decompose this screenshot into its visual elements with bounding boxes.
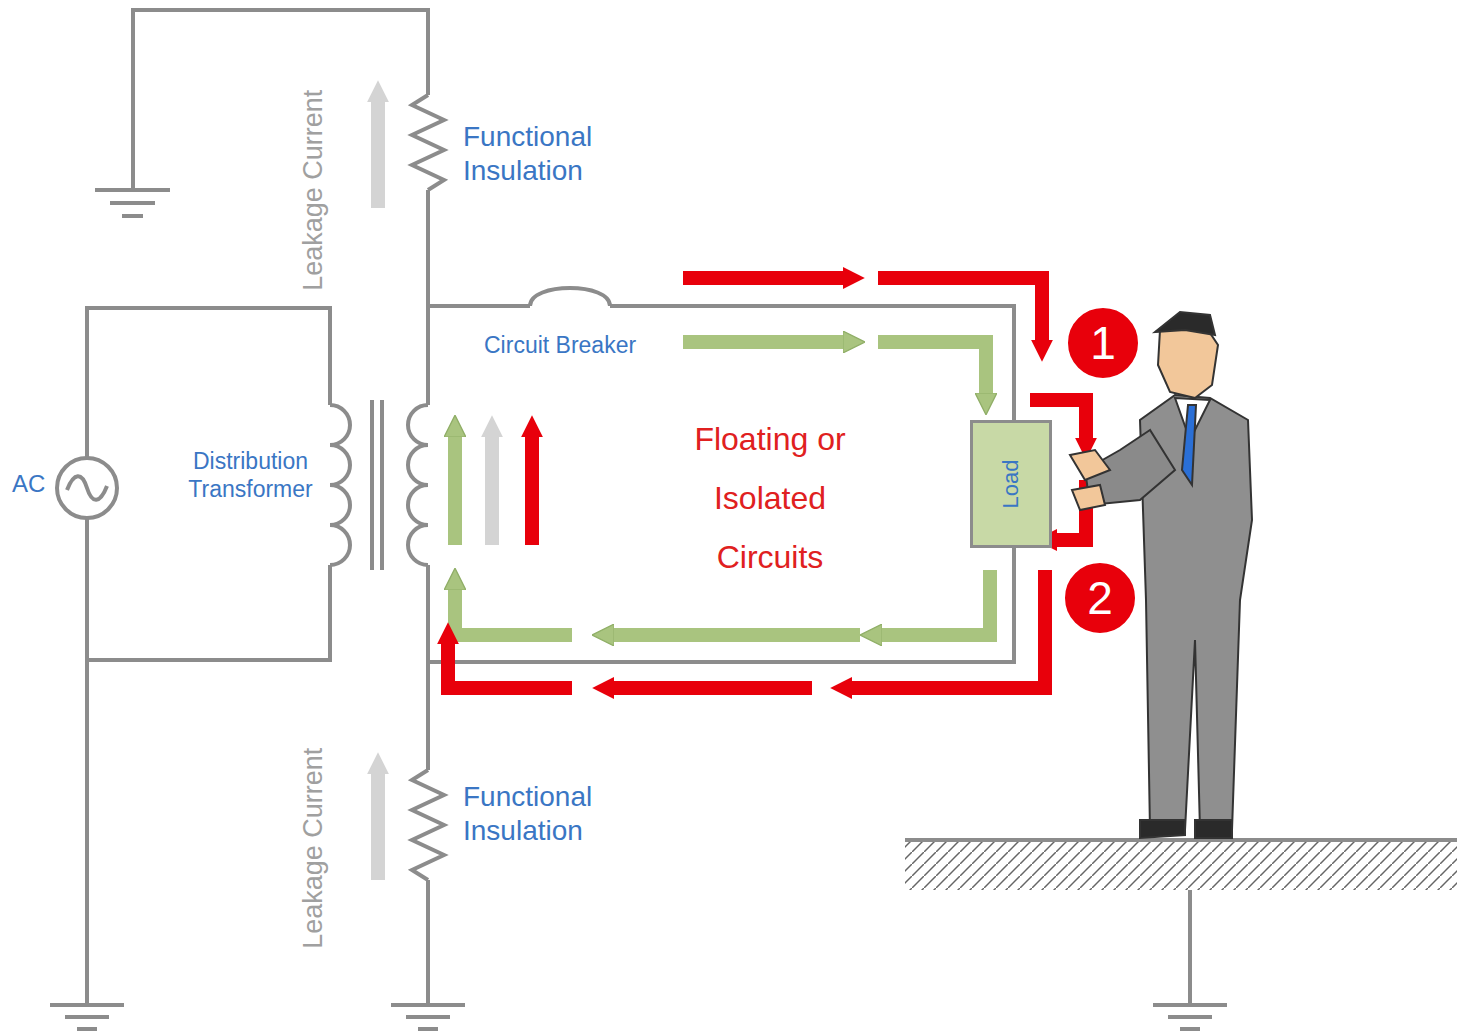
ground-symbol-part bbox=[391, 1005, 465, 1029]
ground-floor-part bbox=[905, 838, 1457, 842]
person-figure-part bbox=[1072, 485, 1105, 510]
current-arrows-part bbox=[683, 335, 845, 349]
region-label: Floating or Isolated Circuits bbox=[675, 410, 865, 588]
callout-number-text: 1 bbox=[1090, 316, 1116, 370]
wiring-part bbox=[87, 565, 330, 660]
current-arrows-part bbox=[448, 435, 462, 545]
wiring-part bbox=[428, 306, 1014, 420]
wiring-part bbox=[426, 190, 430, 405]
ground-symbol bbox=[50, 190, 1227, 1029]
callout-number: 2 bbox=[1062, 560, 1138, 636]
insulation-label: Functional Insulation bbox=[463, 780, 633, 847]
current-arrows-part bbox=[455, 588, 572, 635]
person-figure-part bbox=[1195, 820, 1232, 838]
current-arrows-part bbox=[880, 570, 990, 635]
source-label: AC bbox=[12, 470, 45, 499]
wiring-part bbox=[1188, 890, 1192, 1005]
current-arrows-part bbox=[378, 225, 379, 545]
ground-symbol-part bbox=[95, 190, 170, 216]
person-figure-part bbox=[1070, 450, 1110, 480]
ac-source-symbol bbox=[57, 458, 117, 518]
load-box: Load bbox=[970, 420, 1052, 548]
ground-symbol-part bbox=[1153, 1005, 1227, 1029]
ground-symbol-part bbox=[50, 1005, 124, 1029]
current-arrows bbox=[378, 100, 1086, 880]
leakage-label: Leakage Current bbox=[298, 747, 330, 948]
transformer-symbol-part bbox=[330, 405, 350, 565]
wiring-part bbox=[87, 308, 330, 458]
transformer-symbol bbox=[330, 400, 428, 570]
person-figure-part bbox=[1155, 312, 1215, 335]
callout-number-text: 2 bbox=[1087, 571, 1113, 625]
current-arrows-part bbox=[371, 100, 385, 208]
wiring-part bbox=[85, 518, 89, 1005]
leakage-label: Leakage Current bbox=[298, 89, 330, 290]
breaker-label: Circuit Breaker bbox=[484, 332, 636, 360]
wiring-part bbox=[426, 565, 430, 770]
resistor-symbol-part bbox=[412, 770, 444, 880]
ground-floor bbox=[905, 840, 1457, 890]
current-arrows-part bbox=[612, 681, 812, 695]
transformer-symbol-part bbox=[372, 400, 382, 570]
transformer-symbol-part bbox=[408, 405, 428, 565]
person-figure bbox=[1070, 312, 1252, 838]
load-box-text: Load bbox=[998, 460, 1024, 509]
current-arrows-part bbox=[683, 271, 845, 285]
current-arrows-part bbox=[371, 772, 385, 880]
current-arrows-part bbox=[485, 435, 499, 545]
person-figure-part bbox=[1182, 405, 1196, 485]
current-arrows-part bbox=[878, 342, 986, 395]
current-arrows-part bbox=[612, 628, 860, 642]
person-figure-part bbox=[1140, 820, 1185, 838]
current-arrows-part bbox=[850, 570, 1045, 688]
ac-source-symbol-part bbox=[67, 476, 107, 500]
resistor-symbol-part bbox=[412, 95, 444, 190]
ac-source-symbol-part bbox=[57, 458, 117, 518]
ground-floor-part bbox=[905, 840, 1457, 890]
transformer-label: Distribution Transformer bbox=[168, 448, 333, 503]
callout-number: 1 bbox=[1065, 305, 1141, 381]
wiring-part bbox=[426, 880, 430, 1005]
current-arrows-part bbox=[525, 435, 539, 545]
wiring-part bbox=[530, 288, 610, 306]
current-arrows-part bbox=[448, 642, 572, 688]
insulation-label: Functional Insulation bbox=[463, 120, 633, 187]
current-arrows-part bbox=[878, 278, 1042, 342]
